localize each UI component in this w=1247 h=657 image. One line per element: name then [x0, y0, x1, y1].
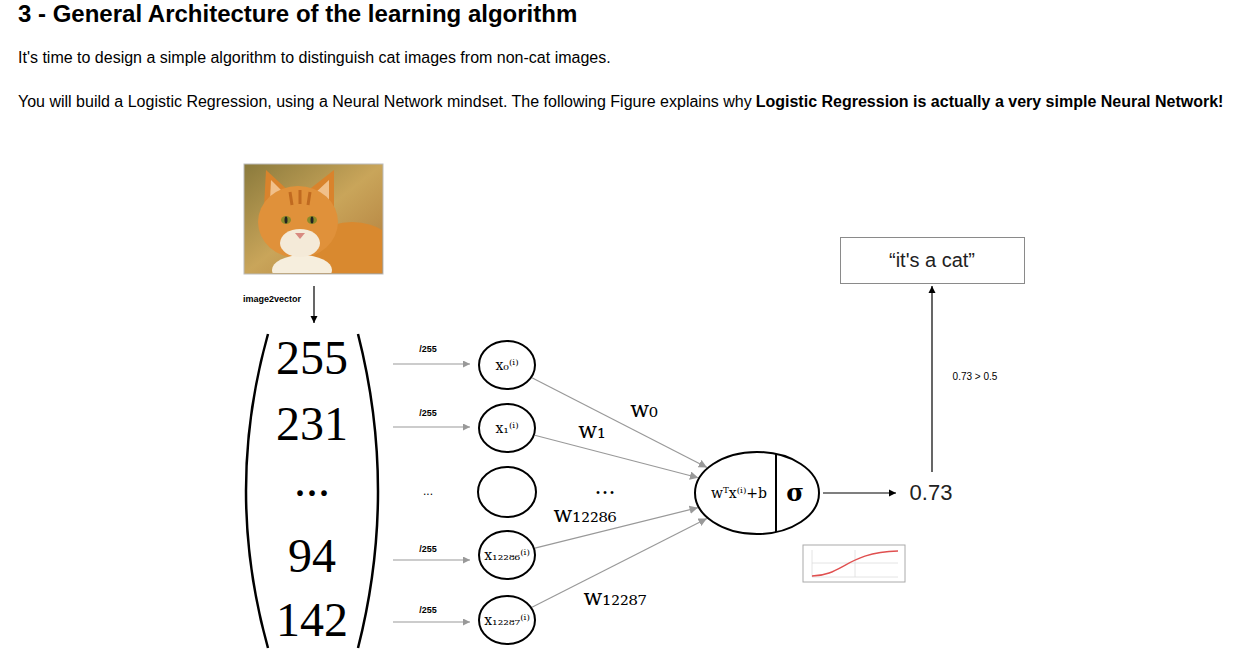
input-node: x₁⁽ⁱ⁾ [478, 403, 536, 453]
scale-arrow [393, 427, 470, 428]
decision-arrow [931, 286, 932, 472]
cat-eye [307, 216, 317, 224]
node-text: “it's a cat” [889, 249, 975, 272]
pixel-value: 142 [276, 596, 348, 644]
step-label: image2vector [243, 294, 301, 304]
threshold-note: 0.73 > 0.5 [953, 371, 998, 383]
ellipsis: ... [423, 485, 433, 499]
output-value: 0.73 [910, 480, 953, 505]
output-arrow [823, 492, 896, 493]
plot-grid [812, 550, 898, 577]
node-text: wᵀx⁽ⁱ⁾+b [711, 485, 767, 501]
paragraph-text: You will build a Logistic Regression, us… [18, 93, 752, 110]
cat-chest [272, 255, 332, 273]
sigmoid-curve [812, 551, 898, 576]
ellipsis: ... [593, 475, 618, 499]
node-text: x₀⁽ⁱ⁾ [495, 357, 518, 373]
scale-arrow [393, 560, 470, 561]
node-text: x₁₂₂₈₇⁽ⁱ⁾ [484, 612, 530, 628]
input-node: x₁₂₂₈₇⁽ⁱ⁾ [478, 595, 536, 645]
weight-label: w₁₂₂₈₆ [552, 503, 619, 527]
node-text: x₁⁽ⁱ⁾ [495, 420, 518, 436]
cat-figure [258, 170, 382, 273]
output-box: “it's a cat” [840, 237, 1025, 284]
sigmoid-plot [803, 545, 905, 582]
cat-pupil [311, 217, 314, 224]
weight-connector [535, 435, 699, 478]
down-arrow [313, 286, 314, 323]
cat-pupil [285, 217, 288, 224]
scale-arrow [393, 622, 470, 623]
input-node: x₀⁽ⁱ⁾ [478, 340, 536, 390]
empty-input-circle [478, 467, 536, 517]
page-title: 3 - General Architecture of the learning… [18, 0, 577, 28]
neuron-divider [775, 454, 777, 532]
scale-arrow [393, 364, 470, 365]
node-text: x₁₂₂₈₆⁽ⁱ⁾ [484, 547, 530, 563]
neuron-unit: wᵀx⁽ⁱ⁾+b σ [694, 451, 820, 535]
paragraph: It's time to design a simple algorithm t… [18, 46, 1243, 70]
circle-outline [479, 404, 535, 452]
circle-outline [479, 531, 535, 579]
scale-label: /255 [419, 344, 437, 354]
pixel-value: 94 [288, 532, 336, 580]
weight-connector [532, 378, 707, 468]
scale-label: /255 [419, 544, 437, 554]
node-symbol: σ [786, 479, 804, 507]
neuron-ellipse [695, 452, 819, 534]
circle-outline [479, 596, 535, 644]
plot-frame [803, 545, 905, 582]
cat-head [258, 186, 338, 258]
cat-stripes [290, 190, 310, 205]
ellipsis: ... [294, 456, 330, 504]
paragraph: You will build a Logistic Regression, us… [18, 90, 1243, 114]
cat-photo [244, 164, 400, 294]
weight-label: w₁ [576, 419, 608, 443]
weight-label: w₀ [628, 398, 660, 422]
vector-bracket [246, 334, 268, 648]
vector-bracket [358, 334, 378, 648]
pixel-value: 231 [276, 400, 348, 448]
circle-outline [479, 341, 535, 389]
cat-eye [281, 216, 291, 224]
weight-label: w₁₂₂₈₇ [582, 586, 649, 610]
scale-label: /255 [419, 605, 437, 615]
scale-label: /255 [419, 408, 437, 418]
cat-nose [295, 233, 305, 239]
pixel-value: 255 [276, 334, 348, 382]
cat-muzzle [280, 229, 320, 257]
paragraph-bold: Logistic Regression is actually a very s… [756, 93, 1224, 110]
input-node: x₁₂₂₈₆⁽ⁱ⁾ [478, 530, 536, 580]
